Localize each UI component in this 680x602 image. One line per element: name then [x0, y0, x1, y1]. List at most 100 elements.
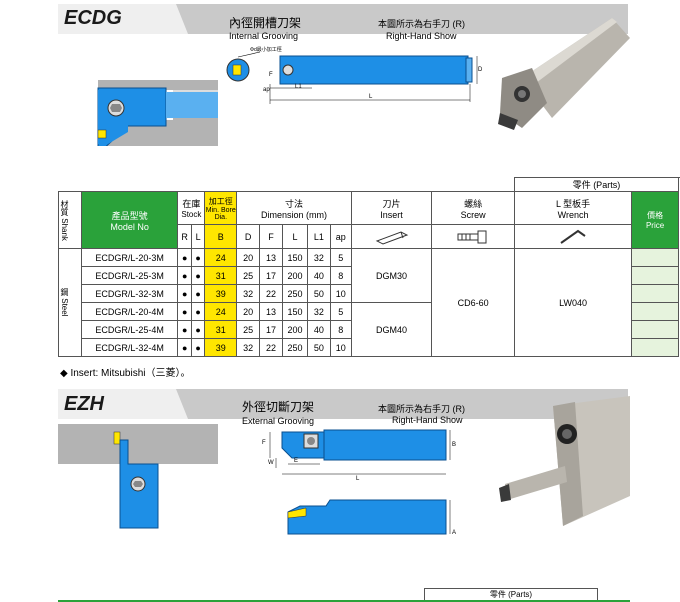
insert-header-en: Insert: [380, 209, 403, 220]
price-header: 價格 Price: [631, 191, 679, 249]
section1-part-illustration: [58, 34, 218, 146]
bore-value: 31: [204, 266, 238, 285]
d-value: 20: [236, 302, 261, 321]
insert-header-zh: 刀片: [382, 198, 401, 209]
screw-value: CD6-60: [431, 248, 515, 357]
bottom-parts-header: 零件 (Parts): [489, 590, 533, 599]
parts-header: 零件 (Parts): [513, 177, 680, 192]
section1-dim-l: L: [369, 94, 373, 100]
section1-dim-ap: ap: [263, 87, 270, 93]
l-value: 150: [282, 302, 308, 321]
section1-title-tab: [58, 4, 188, 34]
f-value: 13: [259, 302, 283, 321]
stock-r: ●: [177, 284, 192, 303]
section1-title-zh: 內徑開槽刀架: [229, 16, 302, 30]
price-header-en: Price: [645, 221, 665, 230]
section2-hand-zh: 本圖所示為右手刀 (R): [378, 404, 465, 414]
f-value: 17: [259, 320, 283, 339]
l1-value: 50: [306, 338, 331, 357]
insert-value-1: DGM30: [350, 248, 433, 303]
bore-header: 加工徑 Min. Bore Dia.: [204, 191, 238, 225]
stock-r: ●: [177, 248, 192, 267]
section2-part-illustration: [58, 424, 218, 529]
stock-l: ●: [190, 266, 206, 285]
col-r: R: [177, 224, 192, 249]
col-d: D: [236, 224, 261, 249]
insert-header: 刀片 Insert: [350, 191, 433, 225]
bore-header-zh: 加工徑: [208, 196, 233, 206]
col-l: L: [190, 224, 206, 249]
bore-header-en1: Min. Bore: [205, 206, 236, 214]
section2-tool-photo: [499, 396, 630, 526]
price-value: [631, 248, 679, 267]
section1-technical-drawing: [226, 51, 478, 104]
insert-value-2: DGM40: [350, 302, 433, 357]
insert-icon-cell: [350, 224, 433, 249]
insert-note: ◆ Insert: Mitsubishi（三菱）。: [60, 368, 191, 379]
section1-hand-en: Right-Hand Show: [386, 31, 457, 41]
material-header: 材質 Shank: [58, 191, 82, 249]
stock-l: ●: [190, 284, 206, 303]
ap-value: 5: [329, 302, 352, 321]
section1-code: ECDG: [64, 7, 122, 29]
stock-l: ●: [190, 302, 206, 321]
steel-cell: 鋼 Steel: [58, 248, 82, 357]
stock-r: ●: [177, 320, 192, 339]
stock-header-en: Stock: [181, 210, 202, 219]
bore-value: 31: [204, 320, 238, 339]
bore-value: 24: [204, 248, 238, 267]
stock-header-zh: 在庫: [182, 199, 201, 209]
insert-icon: [375, 230, 408, 245]
ap-value: 8: [329, 266, 352, 285]
price-value: [631, 302, 679, 321]
d-value: 25: [236, 266, 261, 285]
screw-header: 螺絲 Screw: [431, 191, 515, 225]
ap-value: 10: [329, 338, 352, 357]
f-value: 22: [259, 338, 283, 357]
section1-dim-f: F: [269, 72, 273, 78]
l1-value: 40: [306, 266, 331, 285]
col-ap: ap: [329, 224, 352, 249]
ap-value: 8: [329, 320, 352, 339]
f-value: 13: [259, 248, 283, 267]
dimension-header: 寸法 Dimension (mm): [236, 191, 352, 225]
stock-l: ●: [190, 248, 206, 267]
section2-title-tab: [58, 389, 188, 419]
section2-dim-e: E: [294, 458, 299, 464]
section2-technical-drawing: [269, 429, 451, 535]
ap-value: 5: [329, 248, 352, 267]
section2-title-en: External Grooving: [242, 416, 315, 426]
price-header-zh: 價格: [647, 211, 664, 220]
ap-value: 10: [329, 284, 352, 303]
l1-value: 32: [306, 248, 331, 267]
section2-dim-b: B: [452, 442, 457, 448]
l1-value: 32: [306, 302, 331, 321]
bottom-parts-header-row: 零件 (Parts): [58, 588, 630, 602]
section2-code: EZH: [64, 393, 104, 415]
stock-l: ●: [190, 320, 206, 339]
l1-value: 40: [306, 320, 331, 339]
dimension-header-en: Dimension (mm): [260, 209, 327, 220]
bore-value: 39: [204, 338, 238, 357]
price-value: [631, 284, 679, 303]
section1-dim-l1: L1: [295, 84, 302, 90]
wrench-header: L 型板手 Wrench: [513, 191, 633, 225]
wrench-header-zh: L 型板手: [555, 198, 591, 209]
l1-value: 50: [306, 284, 331, 303]
bore-value: 24: [204, 302, 238, 321]
screw-icon: [457, 230, 487, 243]
section1-hand-zh: 本圖所示為右手刀 (R): [378, 19, 465, 29]
section2-hand-en: Right-Hand Show: [392, 415, 463, 425]
l-value: 250: [282, 338, 308, 357]
screw-icon-cell: [431, 224, 515, 249]
l-value: 250: [282, 284, 308, 303]
price-value: [631, 338, 679, 357]
stock-r: ●: [177, 338, 192, 357]
model-header-zh: 產品型號: [111, 210, 148, 221]
screw-header-zh: 螺絲: [464, 198, 483, 209]
section1-dim-d: D: [478, 67, 483, 73]
wrench-value: LW040: [513, 248, 633, 357]
col-l1: L1: [306, 224, 331, 249]
dimension-header-zh: 寸法: [284, 198, 303, 209]
table-row-model: ECDGR/L-20-4M: [80, 302, 179, 321]
